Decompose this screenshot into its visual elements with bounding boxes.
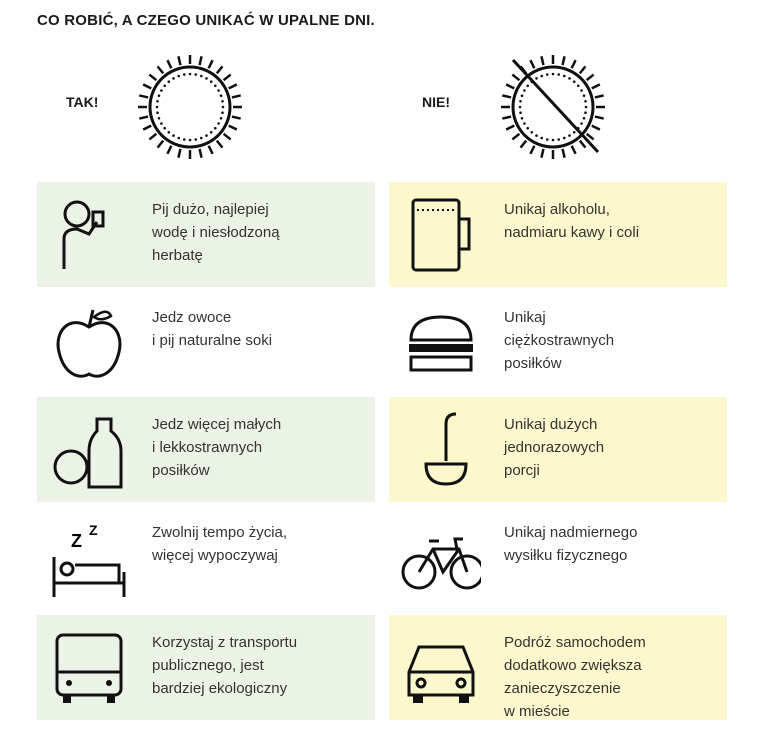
sleeping-bed-icon: ZZ [52,522,126,597]
yes-tip-card: Jedz więcej małych i lekkostrawnych posi… [37,397,375,502]
drinking-person-icon [62,200,105,269]
bus-icon [55,633,123,703]
yes-tip-card: Jedz owoce i pij naturalne soki [37,290,375,395]
tip-text: Unikaj nadmiernego wysiłku fizycznego [504,524,638,564]
tip-text: Podróż samochodem dodatkowo zwiększa zan… [504,634,646,720]
no-tip-card: Unikaj nadmiernego wysiłku fizycznego [389,505,727,610]
yes-tip-card: Pij dużo, najlepiej wodę i niesłodzoną h… [37,182,375,287]
crossed-sun-icon [501,55,605,159]
tip-text: Korzystaj z transportu publicznego, jest… [152,634,298,697]
tip-text: Unikaj ciężkostrawnych posiłków [504,309,615,372]
tip-text: Pij dużo, najlepiej wodę i niesłodzoną h… [152,201,280,264]
svg-text:Z: Z [71,531,82,551]
tomato-bottle-icon [53,417,123,489]
page-title: CO ROBIĆ, A CZEGO UNIKAĆ W UPALNE DNI. [37,12,375,29]
burger-icon [409,315,473,372]
yes-tip-card: Korzystaj z transportu publicznego, jest… [37,615,375,720]
no-tip-card: Unikaj alkoholu, nadmiaru kawy i coli [389,182,727,287]
yes-label: TAK! [66,94,99,110]
no-tip-card: Unikaj dużych jednorazowych porcji [389,397,727,502]
svg-text:Z: Z [89,522,98,538]
no-tip-card: Unikaj ciężkostrawnych posiłków [389,290,727,395]
beer-mug-icon [411,198,471,272]
no-tip-card: Podróż samochodem dodatkowo zwiększa zan… [389,615,727,720]
tip-text: Zwolnij tempo życia, więcej wypoczywaj [152,524,288,564]
bicycle-icon [401,537,481,590]
sun-icon [138,55,242,159]
no-label: NIE! [422,94,450,110]
tip-text: Jedz więcej małych i lekkostrawnych posi… [152,416,282,479]
apple-icon [56,309,122,378]
car-icon [407,645,475,703]
ladle-icon [424,412,468,486]
tip-text: Unikaj alkoholu, nadmiaru kawy i coli [504,201,640,241]
tip-text: Jedz owoce i pij naturalne soki [152,309,273,349]
tip-text: Unikaj dużych jednorazowych porcji [504,416,605,479]
